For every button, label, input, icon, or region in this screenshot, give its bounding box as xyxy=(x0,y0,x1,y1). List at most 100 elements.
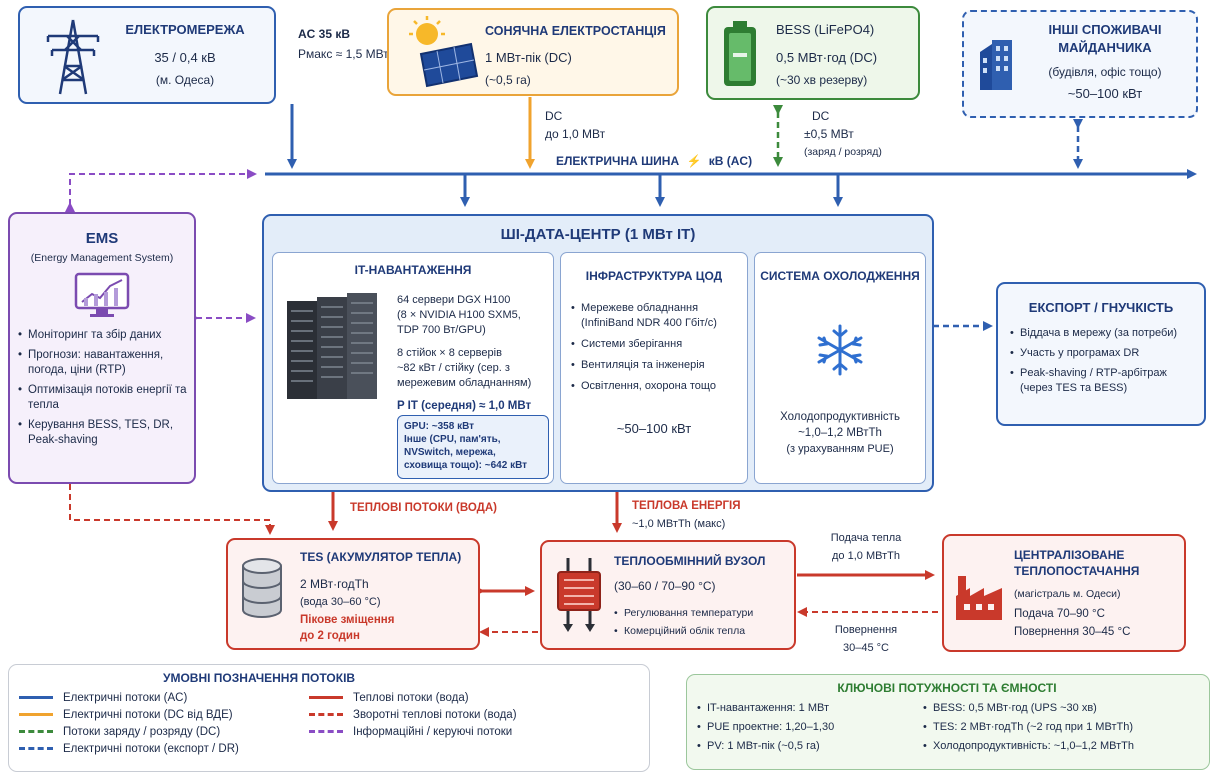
legend-swatch-heat-return xyxy=(309,713,343,716)
bess-box: BESS (LiFePO4) 0,5 МВт·год (DC) (~30 хв … xyxy=(706,6,920,100)
infrastructure-power: ~50–100 кВт xyxy=(616,421,692,436)
legend-label: Електричні потоки (AC) xyxy=(63,691,188,704)
district-heating-box: ЦЕНТРАЛІЗОВАНЕ ТЕПЛОПОСТАЧАННЯ (магістра… xyxy=(942,534,1186,652)
cooling-panel: СИСТЕМА ОХОЛОДЖЕННЯ Холодопродуктивність… xyxy=(754,252,926,484)
legend-item: Теплові потоки (вода) xyxy=(309,689,517,706)
district-heating-main: (магістраль м. Одеси) xyxy=(1014,588,1121,600)
solar-panel-icon xyxy=(409,16,479,88)
infrastructure-title: ІНФРАСТРУКТУРА ЦОД xyxy=(585,269,723,283)
plug-icon: ⚡ xyxy=(686,154,702,168)
ems-box: EMS (Energy Management System) Моніторин… xyxy=(8,212,196,484)
heat-supply-label: Подача тепла xyxy=(830,532,902,544)
kpi-item: IT-навантаження: 1 МВт xyxy=(697,701,927,716)
others-box: ІНШІ СПОЖИВАЧІ МАЙДАНЧИКА (будівля, офіс… xyxy=(962,10,1198,118)
grid-location: (м. Одеса) xyxy=(155,73,215,87)
legend-item: Зворотні теплові потоки (вода) xyxy=(309,706,517,723)
ems-item: Моніторинг та збір даних xyxy=(18,328,190,343)
grid-conn-voltage: AC 35 кВ xyxy=(298,27,351,41)
bus-label-suffix: кВ (AC) xyxy=(708,154,753,168)
heat-supply-value: до 1,0 МВтTh xyxy=(832,550,900,562)
snowflake-icon xyxy=(817,324,863,376)
it-tdp: TDP 700 Вт/GPU) xyxy=(397,324,486,336)
legend-box: УМОВНІ ПОЗНАЧЕННЯ ПОТОКІВ Електричні пот… xyxy=(8,664,650,772)
it-gpu-spec: (8 × NVIDIA H100 SXM5, xyxy=(397,309,521,321)
it-other-2: NVSwitch, мережа, xyxy=(404,447,496,458)
kpi-item: Холодопродуктивність: ~1,0–1,2 МВтTh xyxy=(923,739,1207,754)
solar-box: СОНЯЧНА ЕЛЕКТРОСТАНЦІЯ 1 МВт-пік (DC) (~… xyxy=(387,8,679,96)
legend-label: Теплові потоки (вода) xyxy=(353,691,469,704)
grid-box: ЕЛЕКТРОМЕРЕЖА 35 / 0,4 кВ (м. Одеса) xyxy=(18,6,276,104)
district-heating-return: Повернення 30–45 °C xyxy=(1014,626,1131,638)
legend-swatch-info xyxy=(309,730,343,733)
heat-exchanger-item: Комерційний облік тепла xyxy=(614,624,794,639)
tes-temp: (вода 30–60 °C) xyxy=(300,596,381,608)
ems-list: Моніторинг та збір даних Прогнози: наван… xyxy=(18,328,190,453)
legend-swatch-export xyxy=(19,747,53,750)
heat-exchanger-list: Регулювання температури Комерційний облі… xyxy=(614,606,794,644)
ems-item: Оптимізація потоків енергії та тепла xyxy=(18,383,190,413)
infrastructure-item: Мережеве обладнання (InfiniBand NDR 400 … xyxy=(571,301,743,331)
infrastructure-item: Вентиляція та інженерія xyxy=(571,358,743,373)
it-power: P IT (середня) ≈ 1,0 МВт xyxy=(397,400,532,412)
tes-peak-1: Пікове зміщення xyxy=(300,614,395,626)
legend-swatch-heat xyxy=(309,696,343,699)
others-title-2: МАЙДАНЧИКА xyxy=(1058,40,1152,55)
kpi-item: TES: 2 МВт·годTh (~2 год при 1 МВтTh) xyxy=(923,720,1207,735)
district-heating-supply: Подача 70–90 °C xyxy=(1014,608,1105,620)
it-servers: 64 сервери DGX H100 xyxy=(397,294,511,306)
kpi-item: PV: 1 МВт-пік (~0,5 га) xyxy=(697,739,927,754)
ems-title: EMS xyxy=(85,230,119,247)
cooling-note: (з урахуванням PUE) xyxy=(786,443,894,455)
heat-exchanger-title: ТЕПЛООБМІННИЙ ВУЗОЛ xyxy=(614,554,766,568)
district-heating-title-1: ЦЕНТРАЛІЗОВАНЕ xyxy=(1014,548,1125,562)
server-racks-icon xyxy=(287,293,377,399)
monitor-chart-icon xyxy=(74,272,130,317)
it-load-panel: IT-НАВАНТАЖЕННЯ 64 сервери DGX H100 (8 ×… xyxy=(272,252,554,484)
it-power-breakdown: GPU: ~358 кВт Інше (CPU, пам'ять, NVSwit… xyxy=(397,415,549,479)
battery-icon xyxy=(724,21,756,86)
heat-energy-value: ~1,0 МВтTh (макс) xyxy=(632,518,726,530)
grid-title: ЕЛЕКТРОМЕРЕЖА xyxy=(125,22,245,37)
export-list: Віддача в мережу (за потреби) Участь у п… xyxy=(1010,326,1200,401)
factory-icon xyxy=(956,576,1002,620)
others-desc: (будівля, офіс тощо) xyxy=(1048,65,1162,79)
tes-peak-2: до 2 годин xyxy=(300,630,360,642)
legend-item: Електричні потоки (DC від ВДЕ) xyxy=(19,706,239,723)
heat-exchanger-item: Регулювання температури xyxy=(614,606,794,621)
legend-label: Електричні потоки (експорт / DR) xyxy=(63,742,239,755)
legend-label: Потоки заряду / розряду (DC) xyxy=(63,725,221,738)
legend-swatch-bess xyxy=(19,730,53,733)
export-item: Віддача в мережу (за потреби) xyxy=(1010,326,1200,341)
bess-conn-mode: (заряд / розряд) xyxy=(804,146,882,158)
legend-item: Інформаційні / керуючі потоки xyxy=(309,723,517,740)
it-load-title: IT-НАВАНТАЖЕННЯ xyxy=(354,263,472,277)
kpi-title: КЛЮЧОВІ ПОТУЖНОСТІ ТА ЄМНОСТІ xyxy=(837,681,1057,695)
tes-box: TES (АКУМУЛЯТОР ТЕПЛА) 2 МВт·годTh (вода… xyxy=(226,538,480,650)
legend-col-left: Електричні потоки (AC) Електричні потоки… xyxy=(19,689,239,757)
ems-item: Прогнози: навантаження, погода, ціни (RT… xyxy=(18,348,190,378)
bess-conn-power: ±0,5 МВт xyxy=(804,127,854,141)
others-power: ~50–100 кВт xyxy=(1067,86,1143,101)
legend-label: Зворотні теплові потоки (вода) xyxy=(353,708,517,721)
storage-tank-icon xyxy=(242,558,282,618)
export-item: Peak-shaving / RTP-арбітраж (через TES т… xyxy=(1010,366,1200,396)
infrastructure-item: Системи зберігання xyxy=(571,337,743,352)
solar-capacity: 1 МВт-пік (DC) xyxy=(485,50,572,65)
bess-title: BESS (LiFePO4) xyxy=(776,22,875,37)
legend-item: Потоки заряду / розряду (DC) xyxy=(19,723,239,740)
kpi-list-right: BESS: 0,5 МВт·год (UPS ~30 хв) TES: 2 МВ… xyxy=(923,701,1207,759)
heat-water-label: ТЕПЛОВІ ПОТОКИ (ВОДА) xyxy=(350,502,498,514)
tes-title: TES (АКУМУЛЯТОР ТЕПЛА) xyxy=(300,550,462,564)
solar-conn-type: DC xyxy=(545,109,563,123)
it-load-specs: 64 сервери DGX H100 (8 × NVIDIA H100 SXM… xyxy=(397,293,553,414)
district-heating-title-2: ТЕПЛОПОСТАЧАННЯ xyxy=(1014,564,1140,578)
bus-label-text: ЕЛЕКТРИЧНА ШИНА xyxy=(556,154,680,168)
bess-conn-type: DC xyxy=(812,109,830,123)
heat-exchanger-icon xyxy=(557,558,601,632)
kpi-item: BESS: 0,5 МВт·год (UPS ~30 хв) xyxy=(923,701,1207,716)
ems-subtitle: (Energy Management System) xyxy=(30,252,174,264)
bus-label: ЕЛЕКТРИЧНА ШИНА ⚡ кВ (AC) xyxy=(556,154,752,168)
solar-conn-power: до 1,0 МВт xyxy=(545,127,606,141)
it-other-3: сховища тощо): ~642 кВт xyxy=(404,460,528,471)
